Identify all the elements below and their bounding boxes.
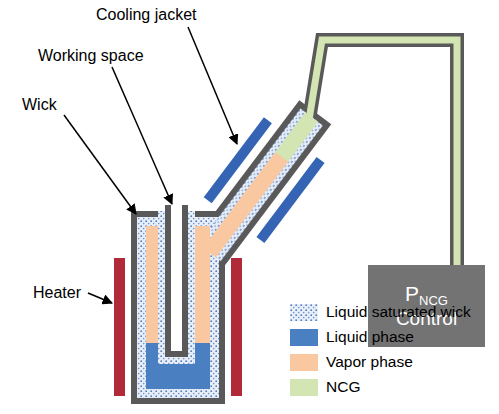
box-text: P [405, 282, 419, 305]
legend-text: Vapor phase [326, 353, 413, 371]
callout-label: Heater [33, 283, 81, 302]
legend-text: Liquid saturated wick [326, 303, 471, 321]
legend-row: Vapor phase [290, 352, 413, 372]
ncg-line [309, 40, 457, 268]
legend-swatch [290, 304, 318, 321]
vapor-space [203, 151, 289, 258]
legend-row: Liquid phase [290, 327, 414, 347]
legend-swatch [290, 354, 318, 371]
pipe-wall [131, 40, 457, 404]
legend-text: Liquid phase [326, 328, 414, 346]
wick-layer [137, 109, 323, 398]
cooling-jacket [204, 117, 272, 203]
heater-bar [231, 258, 242, 396]
leader-lines [64, 27, 237, 303]
heater-bar [114, 258, 125, 396]
callout-label: Wick [22, 95, 57, 114]
callout-label: Working space [38, 46, 144, 65]
legend-row: Liquid saturated wick [290, 302, 471, 322]
working-space [171, 203, 182, 351]
legend-text: NCG [326, 378, 360, 396]
legend-swatch [290, 379, 318, 396]
callout-label: Cooling jacket [96, 5, 197, 24]
cooling-jacket [256, 157, 324, 243]
legend-swatch [290, 329, 318, 346]
legend-row: NCG [290, 377, 360, 397]
